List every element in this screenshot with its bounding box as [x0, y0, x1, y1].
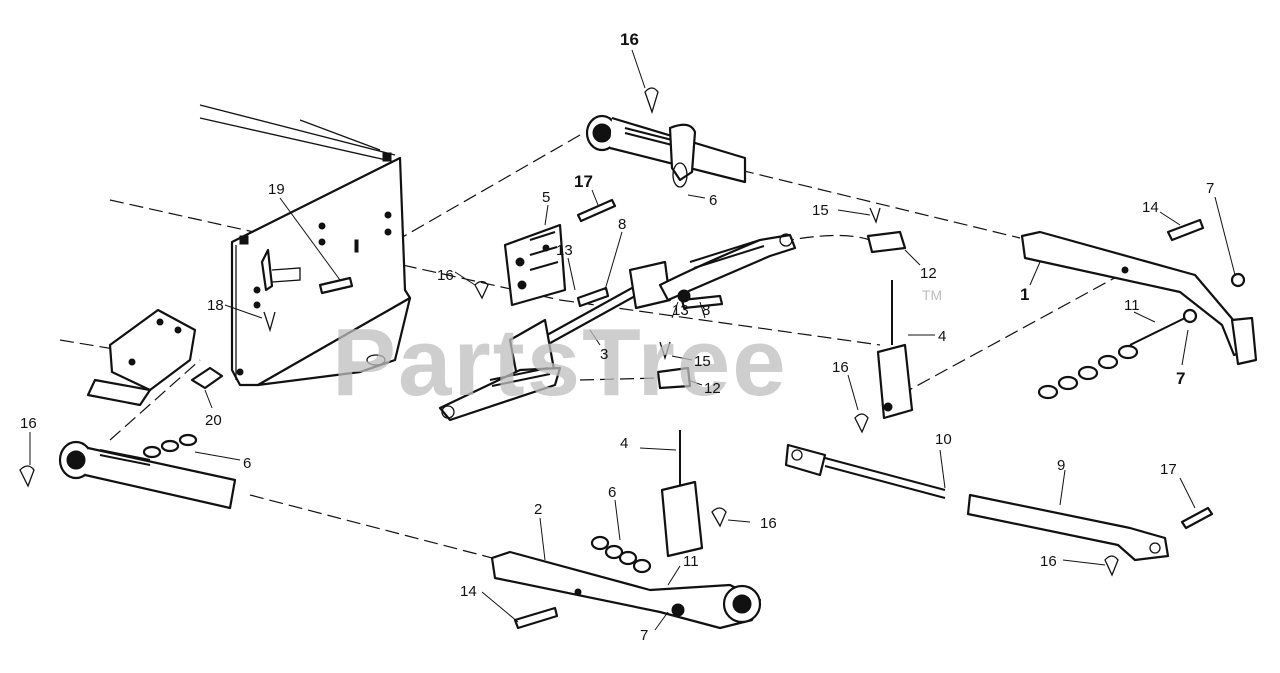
callout-3: 3 [600, 346, 608, 363]
callout-17-top: 17 [574, 172, 593, 191]
hairpin-clip-16-left [19, 465, 35, 488]
hairpin-clip-16-br [1104, 555, 1119, 577]
adjuster-4-lower [660, 430, 704, 558]
callout-4-a: 4 [938, 328, 946, 345]
callout-7-bottom: 7 [640, 627, 648, 644]
upper-pivot-tube [585, 114, 747, 188]
hairpin-clip-16-top [644, 87, 659, 115]
callout-16-top: 16 [620, 30, 639, 49]
callout-4-b: 4 [620, 435, 628, 452]
pin-17-top [576, 198, 617, 223]
callout-18: 18 [207, 297, 224, 314]
watermark-trademark: TM [922, 287, 942, 303]
callout-6-top: 6 [709, 192, 717, 209]
clip-15-mid [659, 341, 671, 361]
callout-16-left: 16 [20, 415, 37, 432]
callout-5: 5 [542, 189, 550, 206]
watermark-text: PartsTree [332, 309, 788, 416]
callout-15-a: 15 [812, 202, 829, 219]
lift-arm-2 [490, 550, 762, 630]
callout-11-bottom: 11 [683, 553, 699, 570]
spring-pin-19 [260, 248, 354, 295]
watermark: PartsTree TM [332, 287, 942, 416]
hairpin-clip-16-bottom [711, 507, 727, 528]
callout-6-left: 6 [243, 455, 251, 472]
hairpin-clip-16-right [854, 413, 869, 434]
callout-7-top: 7 [1206, 180, 1214, 197]
callout-1: 1 [1020, 285, 1029, 304]
callout-14-right: 14 [1142, 199, 1159, 216]
callout-6-bottom: 6 [608, 484, 616, 501]
callout-10: 10 [935, 431, 952, 448]
lift-arm-1 [1020, 218, 1258, 366]
clevis-12-top [866, 230, 907, 254]
callout-7-right: 7 [1176, 369, 1185, 388]
leader-lines [29, 49, 1236, 631]
cross-shaft-3 [438, 233, 797, 422]
rod-10 [784, 443, 946, 499]
callout-19: 19 [268, 181, 285, 198]
clevis-12-mid [656, 366, 692, 390]
plate-5 [503, 223, 567, 307]
callout-8-a: 8 [618, 216, 626, 233]
callout-16-mid: 16 [437, 267, 454, 284]
tube-9 [966, 493, 1170, 562]
callout-labels: 16 6 17 5 13 8 19 16 18 13 8 3 15 12 15 … [20, 30, 1214, 644]
frame-plate [230, 152, 412, 387]
chain-11-right [1037, 308, 1198, 400]
callout-12-a: 12 [920, 265, 937, 282]
callout-12-b: 12 [704, 380, 721, 397]
callout-9: 9 [1057, 457, 1065, 474]
chain-6-bottom [590, 535, 652, 574]
callout-8-b: 8 [702, 302, 710, 319]
callout-11-right: 11 [1124, 297, 1140, 314]
callout-2: 2 [534, 501, 542, 518]
bolt-8-b [677, 289, 724, 310]
pin-17-right [1180, 506, 1214, 530]
left-pivot-tube [58, 433, 237, 510]
bolt-8-a [576, 286, 610, 308]
deck-edge-lines [199, 104, 396, 163]
hairpin-clip-16-mid [474, 280, 489, 300]
bracket-20 [86, 308, 224, 407]
callout-15-b: 15 [694, 353, 711, 370]
callout-13-a: 13 [556, 242, 573, 259]
clip-15-top [869, 207, 881, 224]
cotter-clip-18 [263, 311, 276, 333]
callout-20: 20 [205, 412, 222, 429]
callout-17-right: 17 [1160, 461, 1177, 478]
callout-14-bottom: 14 [460, 583, 477, 600]
callout-13-b: 13 [672, 302, 689, 319]
callout-16-br: 16 [1040, 553, 1057, 570]
adjuster-4-right [876, 280, 914, 420]
callout-16-right: 16 [832, 359, 849, 376]
callout-16-bottom: 16 [760, 515, 777, 532]
